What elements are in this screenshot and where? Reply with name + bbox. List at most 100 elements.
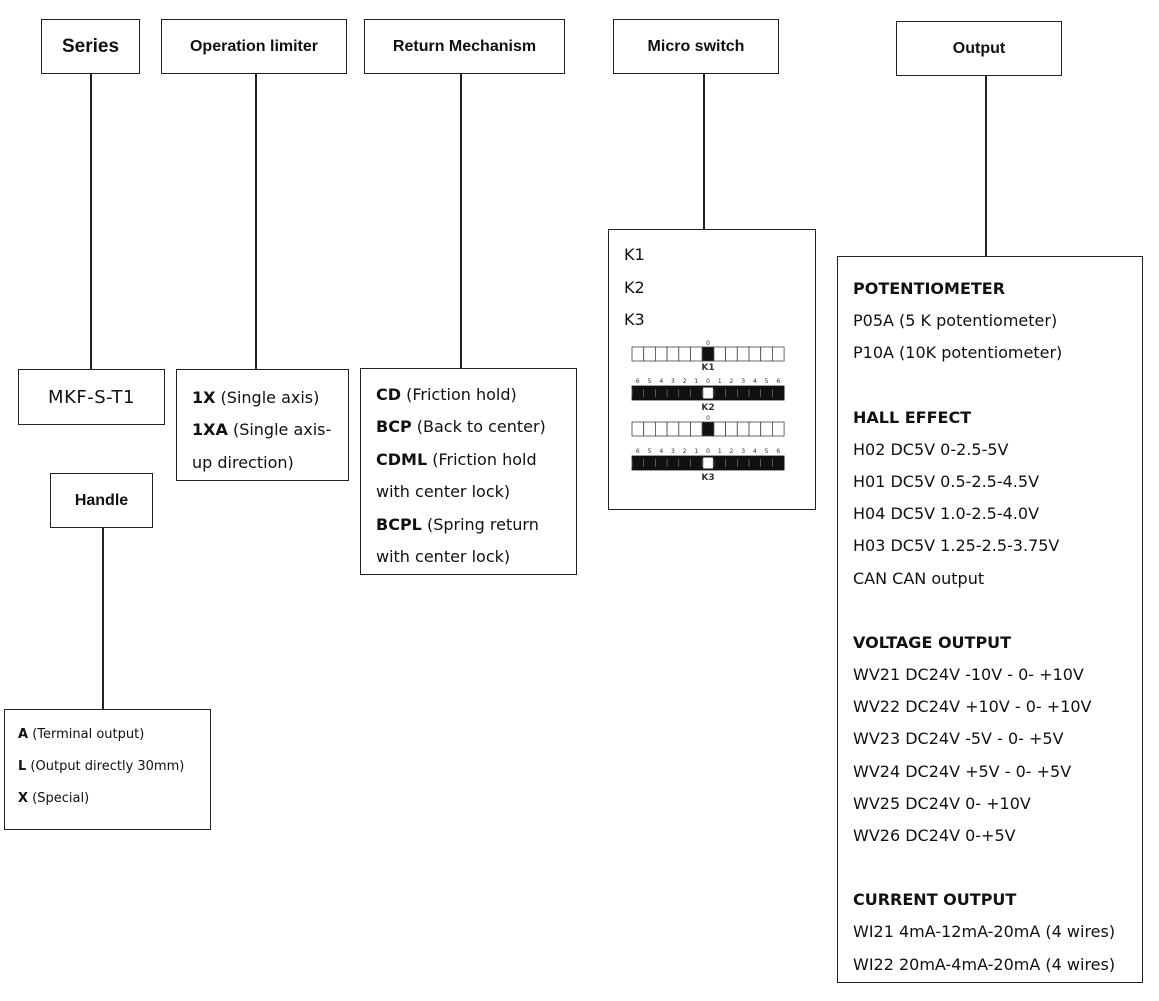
k2-row-scale-number: 1 <box>694 378 698 385</box>
k2-row-scale-number: 2 <box>730 378 734 385</box>
output-connector <box>985 76 987 256</box>
return-option-cdml-cont: with center lock) <box>376 482 511 502</box>
k1-row-cell <box>771 346 785 362</box>
micro-switch-labels: K1 K2 K3 <box>624 239 645 337</box>
k3-row-scale-number: 5 <box>765 448 769 455</box>
k1-row-cell <box>701 346 715 362</box>
k2-row-scale-number: 6 <box>636 378 640 385</box>
k3-row-scale-number: 4 <box>659 448 663 455</box>
operation-limiter-option-1xa: 1XA (Single axis- <box>192 420 332 440</box>
operation-limiter-connector <box>255 74 257 370</box>
k3-top-row-cell <box>736 421 750 437</box>
k2-row-scale-number: 4 <box>753 378 757 385</box>
section-title: HALL EFFECT <box>853 407 972 427</box>
output-item: H04 DC5V 1.0-2.5-4.0V <box>853 504 1040 524</box>
series-value: MKF-S-T1 <box>48 386 135 408</box>
output-item: WV21 DC24V -10V - 0- +10V <box>853 665 1084 685</box>
output-current-section: CURRENT OUTPUT WI21 4mA-12mA-20mA (4 wir… <box>853 884 1132 981</box>
handle-option-x: X (Special) <box>18 791 90 806</box>
operation-limiter-options: 1X (Single axis) 1XA (Single axis- up di… <box>176 369 349 481</box>
handle-option-l: L (Output directly 30mm) <box>18 759 185 774</box>
k1-row-cell <box>678 346 691 362</box>
output-voltage-section: VOLTAGE OUTPUT WV21 DC24V -10V - 0- +10V… <box>853 627 1132 852</box>
micro-switch-connector <box>703 74 705 230</box>
output-item: WV26 DC24V 0-+5V <box>853 826 1016 846</box>
k3-row-scale-number: 3 <box>671 448 675 455</box>
k3-row-scale-number: 6 <box>776 448 780 455</box>
return-mechanism-connector <box>460 74 462 369</box>
section-title: VOLTAGE OUTPUT <box>853 632 1012 652</box>
k3-top-row-cell <box>654 421 668 437</box>
micro-switch-label-k1: K1 <box>624 245 645 264</box>
k2-row-scale-number: 0 <box>706 378 710 385</box>
k3-top-row-cell <box>771 421 785 437</box>
operation-limiter-option-1x: 1X (Single axis) <box>192 388 320 407</box>
output-item: H03 DC5V 1.25-2.5-3.75V <box>853 536 1060 556</box>
k3-row-scale-number: 3 <box>741 448 745 455</box>
k1-row-cell <box>631 346 645 362</box>
micro-switch-label-k3: K3 <box>624 310 645 329</box>
return-option-bcp: BCP (Back to center) <box>376 417 546 437</box>
k3-row-scale-number: 1 <box>718 448 722 455</box>
return-option-cd: CD (Friction hold) <box>376 385 517 404</box>
return-mechanism-options: CD (Friction hold) BCP (Back to center) … <box>360 368 577 575</box>
operation-limiter-option-1xa-cont: up direction) <box>192 452 294 472</box>
k3-row-label: K3 <box>701 473 714 483</box>
k3-top-row-cell <box>748 421 762 437</box>
k3-top-row-cell <box>725 421 738 437</box>
k1-row-label: K1 <box>701 363 714 373</box>
series-value-box: MKF-S-T1 <box>18 369 165 425</box>
section-title: CURRENT OUTPUT <box>853 890 1017 910</box>
k3-top-row-cell <box>666 421 680 437</box>
micro-switch-label-k2: K2 <box>624 277 645 297</box>
k3-row-scale-number: 0 <box>706 448 710 455</box>
k3-row-center-slot <box>703 457 713 469</box>
k2-row-scale-number: 6 <box>776 378 780 385</box>
output-options: POTENTIOMETER P05A (5 K potentiometer) P… <box>837 256 1143 983</box>
output-item: P10A (10K potentiometer) <box>853 343 1063 363</box>
k3-row-scale-number: 5 <box>648 448 652 455</box>
output-item: H02 DC5V 0-2.5-5V <box>853 439 1009 459</box>
output-item: WV24 DC24V +5V - 0- +5V <box>853 761 1072 781</box>
k3-row-scale-number: 4 <box>753 448 757 455</box>
k2-row-scale-number: 3 <box>741 378 745 385</box>
k3-row-scale-number: 6 <box>636 448 640 455</box>
k2-row-scale-number: 3 <box>671 378 675 385</box>
k1-row-cell <box>690 346 703 362</box>
k1-row-top-number: 0 <box>706 340 710 347</box>
series-header: Series <box>41 19 140 74</box>
series-connector <box>90 74 92 370</box>
k2-row-scale-number: 5 <box>648 378 652 385</box>
k3-top-row-cell <box>713 421 727 437</box>
k1-row-cell <box>654 346 668 362</box>
output-header: Output <box>896 21 1062 76</box>
k2-row-scale-number: 2 <box>683 378 687 385</box>
output-hall-effect-section: HALL EFFECT H02 DC5V 0-2.5-5V H01 DC5V 0… <box>853 402 1132 595</box>
output-item: H01 DC5V 0.5-2.5-4.5V <box>853 472 1040 492</box>
return-mechanism-header: Return Mechanism <box>364 19 565 74</box>
handle-options: A (Terminal output) L (Output directly 3… <box>4 709 211 830</box>
k3-top-row-cell <box>678 421 691 437</box>
return-option-bcpl: BCPL (Spring return <box>376 514 539 534</box>
k1-row-cell <box>666 346 680 362</box>
output-item: WV23 DC24V -5V - 0- +5V <box>853 729 1064 749</box>
handle-connector <box>102 528 104 710</box>
handle-header: Handle <box>50 473 153 528</box>
k2-row-scale-number: 5 <box>765 378 769 385</box>
output-item: WI22 20mA-4mA-20mA (4 wires) <box>853 954 1116 974</box>
return-option-cdml: CDML (Friction hold <box>376 449 537 469</box>
k3-top-row-cell <box>631 421 645 437</box>
output-item: WV25 DC24V 0- +10V <box>853 793 1031 813</box>
k2-row-scale-number: 1 <box>718 378 722 385</box>
k3-top-row-cell <box>760 421 773 437</box>
k1-row-cell <box>736 346 750 362</box>
k3-row-scale-number: 1 <box>694 448 698 455</box>
k2-row-label: K2 <box>701 403 714 413</box>
return-option-bcpl-cont: with center lock) <box>376 547 511 567</box>
k3-row-scale-number: 2 <box>730 448 734 455</box>
k2-row-scale-number: 4 <box>659 378 663 385</box>
k2-row-center-slot <box>703 387 713 399</box>
output-item: CAN CAN output <box>853 568 985 588</box>
micro-switch-header: Micro switch <box>613 19 779 74</box>
